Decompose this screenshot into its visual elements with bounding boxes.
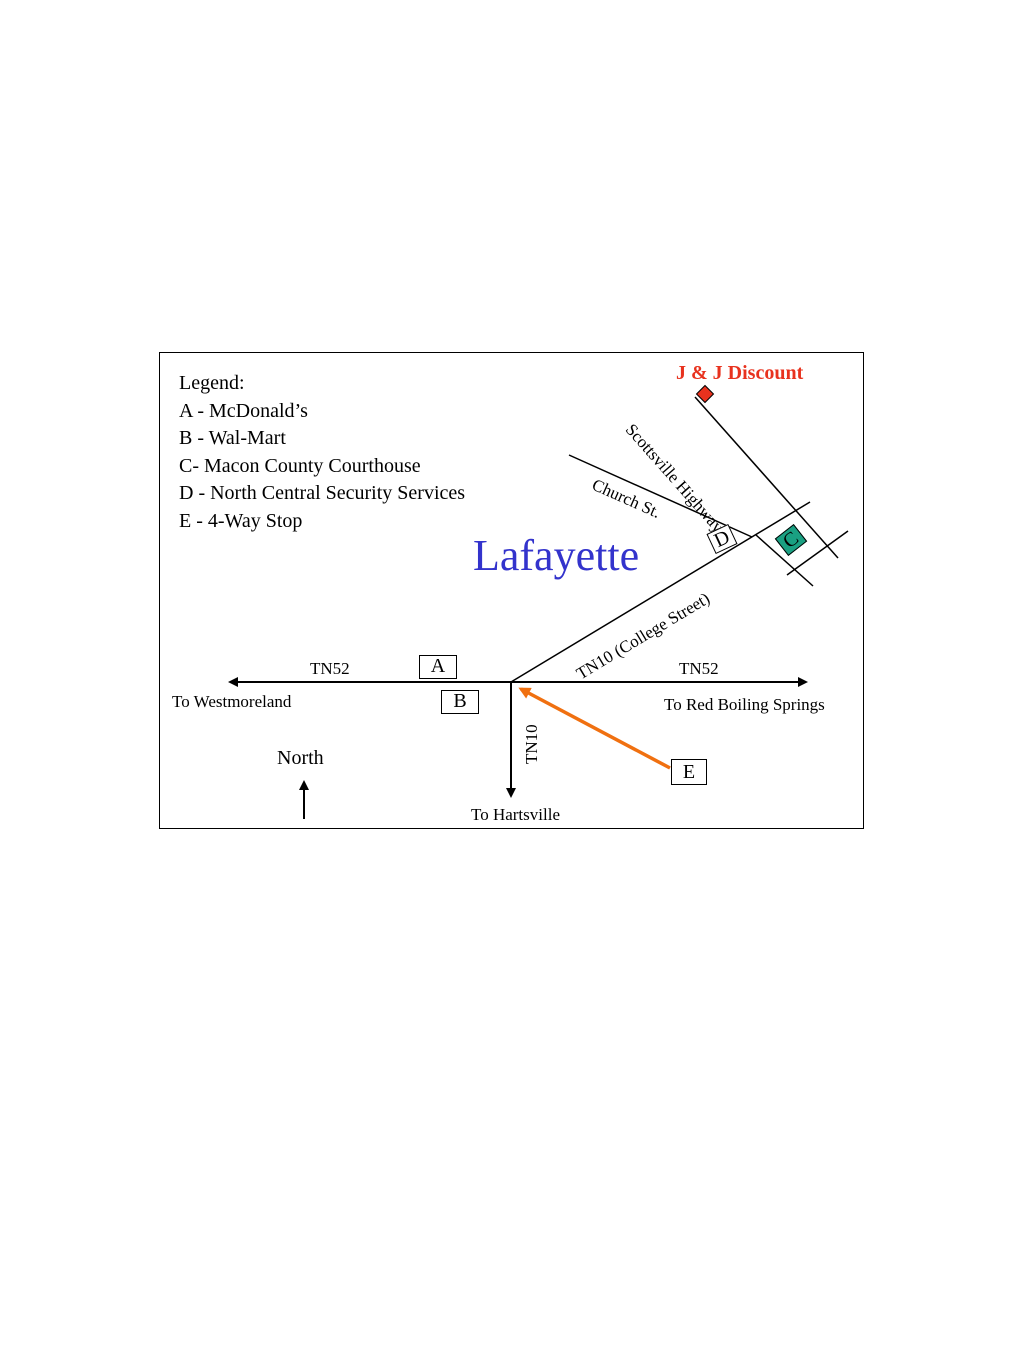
legend-item: E - 4-Way Stop xyxy=(179,509,303,532)
tn52-west-label: TN52 xyxy=(310,659,350,678)
map-frame xyxy=(159,352,864,829)
destination-label: J & J Discount xyxy=(676,362,804,384)
north-label: North xyxy=(277,747,324,769)
marker-e: E xyxy=(671,759,707,785)
to-hartsville-label: To Hartsville xyxy=(471,805,560,824)
legend-item: C- Macon County Courthouse xyxy=(179,454,421,477)
tn10-college-street-road xyxy=(510,501,811,683)
destination-marker-icon xyxy=(695,384,715,404)
route-to-4-way-stop xyxy=(518,687,671,770)
scottsville-highway-road xyxy=(694,396,839,559)
legend-item: B - Wal-Mart xyxy=(179,427,286,449)
tn10-south-label: TN10 xyxy=(522,724,541,764)
marker-b: B xyxy=(441,690,479,714)
marker-a: A xyxy=(419,655,457,679)
legend: Legend: A - McDonald’s B - Wal-Mart C- M… xyxy=(179,370,465,535)
to-westmoreland-label: To Westmoreland xyxy=(172,692,292,711)
legend-title: Legend: xyxy=(179,372,245,394)
legend-item: A - McDonald’s xyxy=(179,399,308,422)
tn52-east-label: TN52 xyxy=(679,659,719,678)
legend-item: D - North Central Security Services xyxy=(179,482,466,504)
town-name: Lafayette xyxy=(473,531,640,580)
cross-street-road xyxy=(786,530,849,576)
church-street-road xyxy=(568,454,753,538)
cross-street-road xyxy=(755,534,814,587)
to-red-boiling-springs-label: To Red Boiling Springs xyxy=(664,695,825,714)
